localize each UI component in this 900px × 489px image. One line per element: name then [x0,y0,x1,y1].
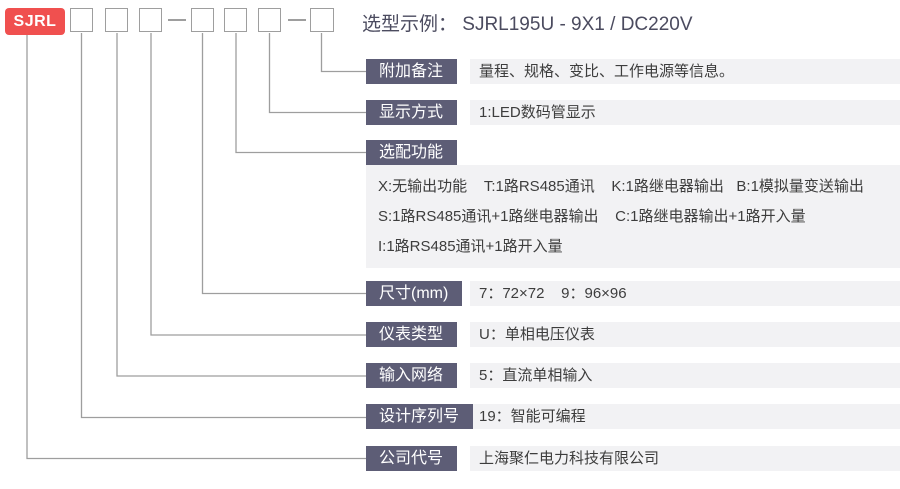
selection-example-title: 选型示例： SJRL195U - 9X1 / DC220V [362,14,693,35]
connector-line-size [201,33,366,295]
code-box-3 [139,8,162,32]
row-label-display: 显示方式 [366,100,458,125]
code-separator-dash-1 [168,19,186,21]
row-value-size: 7：72×72 9：96×96 [470,281,900,306]
code-box-6 [258,8,281,32]
row-label-remark: 附加备注 [366,59,458,84]
row-value-series: 19：智能可编程 [470,404,900,429]
function-option-line-3: I:1路RS485通讯+1路开入量 [378,238,563,255]
brand-badge: SJRL [5,8,65,35]
row-label-function: 选配功能 [366,140,458,165]
connector-line-type [150,33,366,336]
connector-line-series [80,33,366,419]
row-label-company: 公司代号 [366,446,458,471]
code-box-4 [191,8,214,32]
function-option-line-2: S:1路RS485通讯+1路继电器输出 C:1路继电器输出+1路开入量 [378,208,806,225]
code-box-1 [70,8,93,32]
connector-line-display [268,33,366,114]
row-value-display: 1:LED数码管显示 [470,100,900,125]
row-value-input: 5：直流单相输入 [470,363,900,388]
code-box-7 [310,8,334,32]
row-label-input: 输入网络 [366,363,458,388]
connector-line-remark [320,33,366,73]
function-options-block: X:无输出功能 T:1路RS485通讯 K:1路继电器输出 B:1模拟量变送输出… [366,165,900,268]
function-option-line-1: X:无输出功能 T:1路RS485通讯 K:1路继电器输出 B:1模拟量变送输出 [378,178,864,195]
code-separator-dash-2 [288,19,306,21]
row-label-type: 仪表类型 [366,322,458,347]
row-value-type: U：单相电压仪表 [470,322,900,347]
connector-line-input [116,33,366,377]
connector-line-company [26,35,366,460]
row-value-remark: 量程、规格、变比、工作电源等信息。 [470,59,900,84]
row-value-company: 上海聚仁电力科技有限公司 [470,446,900,471]
row-label-series: 设计序列号 [366,404,474,429]
connector-line-function [235,33,366,154]
row-label-size: 尺寸(mm) [366,281,463,306]
code-box-5 [224,8,247,32]
code-box-2 [105,8,128,32]
